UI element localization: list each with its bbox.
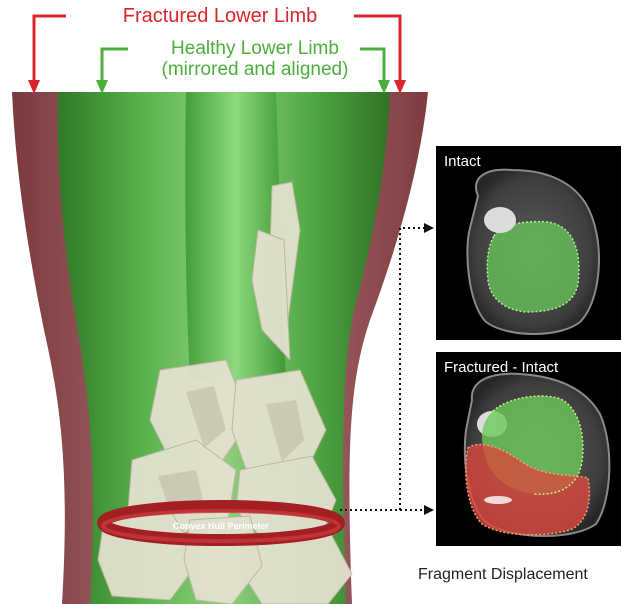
healthy-limb-title: Healthy Lower Limb (mirrored and aligned… [100, 38, 410, 80]
healthy-limb-arrowheads [96, 80, 390, 94]
healthy-limb-title-line1: Healthy Lower Limb [100, 38, 410, 59]
convex-hull-label: Convex Hull Perimeter [173, 521, 270, 531]
healthy-limb-title-line2: (mirrored and aligned) [100, 59, 410, 80]
ct-panel-intact [436, 146, 621, 340]
fractured-limb-arrowheads [28, 80, 406, 94]
connector-arrowheads [424, 223, 434, 515]
fragment-displacement-caption: Fragment Displacement [418, 566, 588, 584]
fractured-limb-title: Fractured Lower Limb [70, 4, 370, 28]
panel-label-intact: Intact [444, 153, 482, 170]
panel-label-fractured: Fractured - Intact [444, 359, 559, 376]
ct-panel-fractured [436, 352, 621, 546]
